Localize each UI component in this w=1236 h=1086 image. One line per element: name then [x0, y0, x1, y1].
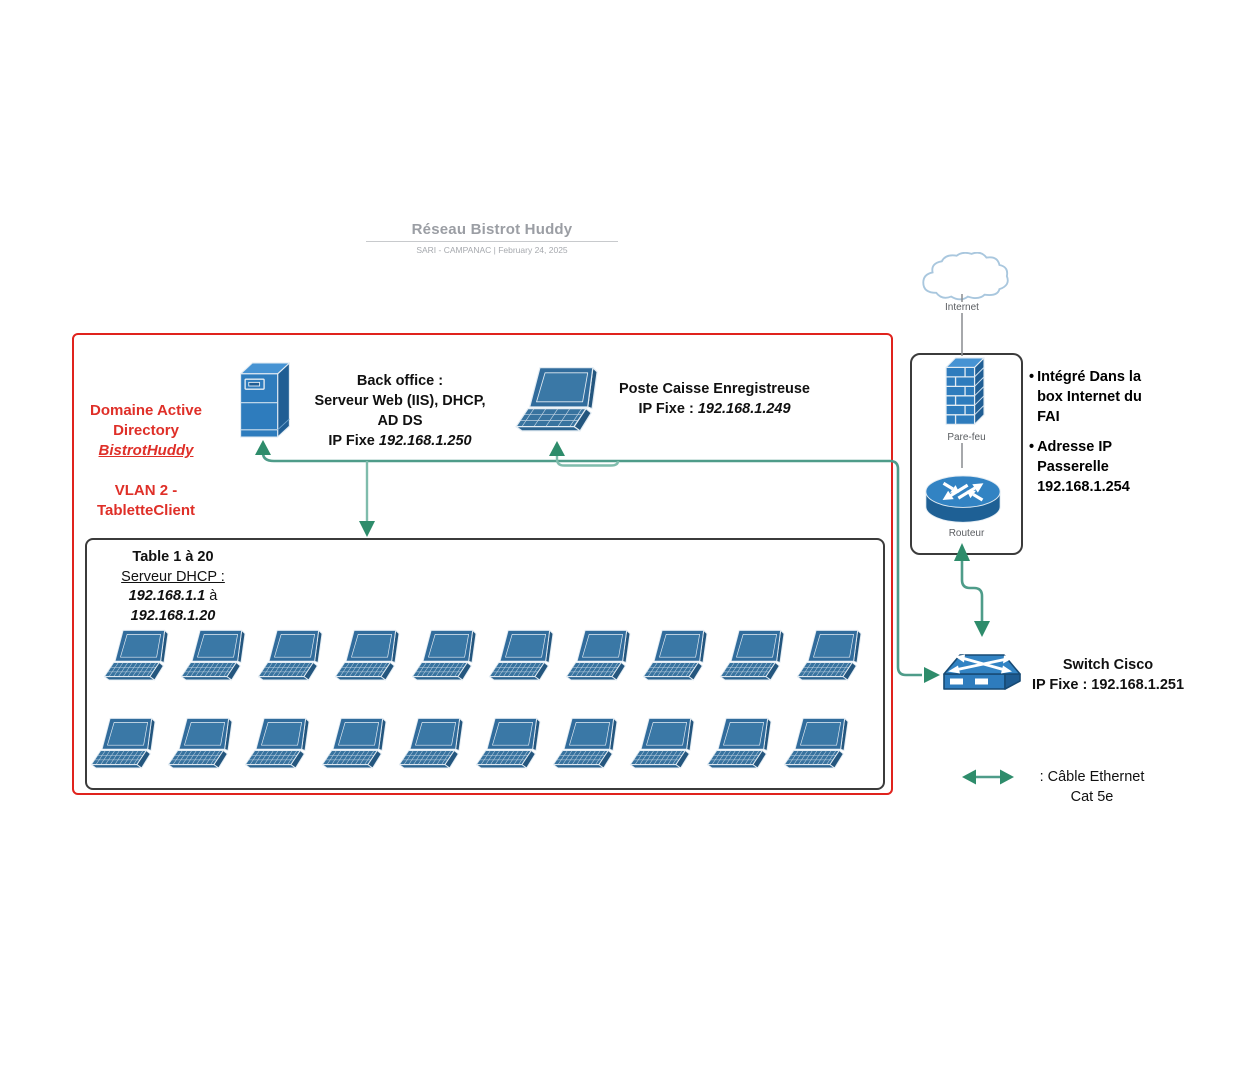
gateway-note-2: • Adresse IP Passerelle 192.168.1.254	[1029, 439, 1130, 495]
legend-double-arrow-icon	[962, 769, 1014, 785]
table-laptop-icon	[719, 629, 785, 681]
table-laptop-icon	[565, 629, 631, 681]
table-laptops-row-1	[103, 629, 863, 684]
domain-label: Domaine Active Directory BistrotHuddy	[90, 402, 202, 459]
bullet-icon: •	[1029, 369, 1035, 385]
vlan-label: VLAN 2 - TabletteClient	[96, 482, 196, 519]
firewall-label: Pare-feu	[910, 432, 1023, 444]
server-tower-icon	[240, 362, 290, 438]
diagram-title-block: Réseau Bistrot Huddy SARI - CAMPANAC | F…	[366, 221, 618, 255]
router-label: Routeur	[910, 528, 1023, 540]
pos-laptop-icon	[515, 367, 598, 432]
table-laptop-icon	[642, 629, 708, 681]
table-laptop-icon	[90, 717, 156, 769]
table-laptop-icon	[398, 717, 464, 769]
table-laptop-icon	[103, 629, 169, 681]
switch-label: Switch Cisco IP Fixe : 192.168.1.251	[1022, 655, 1194, 695]
table-laptop-icon	[488, 629, 554, 681]
pos-ip: 192.168.1.249	[697, 401, 791, 417]
table-laptop-icon	[334, 629, 400, 681]
table-laptop-icon	[796, 629, 862, 681]
page-subtitle: SARI - CAMPANAC | February 24, 2025	[416, 245, 568, 255]
table-laptop-icon	[706, 717, 772, 769]
title-divider	[366, 241, 618, 242]
firewall-brick-icon	[945, 357, 985, 425]
table-laptop-icon	[244, 717, 310, 769]
table-laptops-row-2	[90, 717, 850, 772]
bullet-icon: •	[1029, 439, 1035, 455]
internet-label: Internet	[912, 302, 1012, 314]
table-laptop-icon	[475, 717, 541, 769]
back-office-ip: 192.168.1.250	[378, 433, 472, 449]
table-laptop-icon	[180, 629, 246, 681]
table-laptop-icon	[321, 717, 387, 769]
router-icon	[925, 475, 1001, 523]
tables-ip-end: 192.168.1.20	[130, 607, 216, 624]
pos-terminal-label: Poste Caisse Enregistreuse IP Fixe : 192…	[618, 381, 810, 417]
switch-icon	[943, 654, 1021, 690]
table-laptop-icon	[783, 717, 849, 769]
internet-cloud-icon	[922, 252, 1009, 301]
gateway-note-1: • Intégré Dans la box Internet du FAI	[1029, 369, 1142, 425]
page-title: Réseau Bistrot Huddy	[411, 221, 573, 238]
tables-label: Table 1 à 20 Serveur DHCP : 192.168.1.1 …	[94, 548, 252, 626]
table-laptop-icon	[167, 717, 233, 769]
legend-label: : Câble Ethernet Cat 5e	[1039, 769, 1145, 805]
back-office-label: Back office : Serveur Web (IIS), DHCP, A…	[314, 373, 486, 449]
table-laptop-icon	[257, 629, 323, 681]
table-laptop-icon	[629, 717, 695, 769]
table-laptop-icon	[411, 629, 477, 681]
switch-ip: IP Fixe : 192.168.1.251	[1031, 677, 1185, 693]
table-laptop-icon	[552, 717, 618, 769]
